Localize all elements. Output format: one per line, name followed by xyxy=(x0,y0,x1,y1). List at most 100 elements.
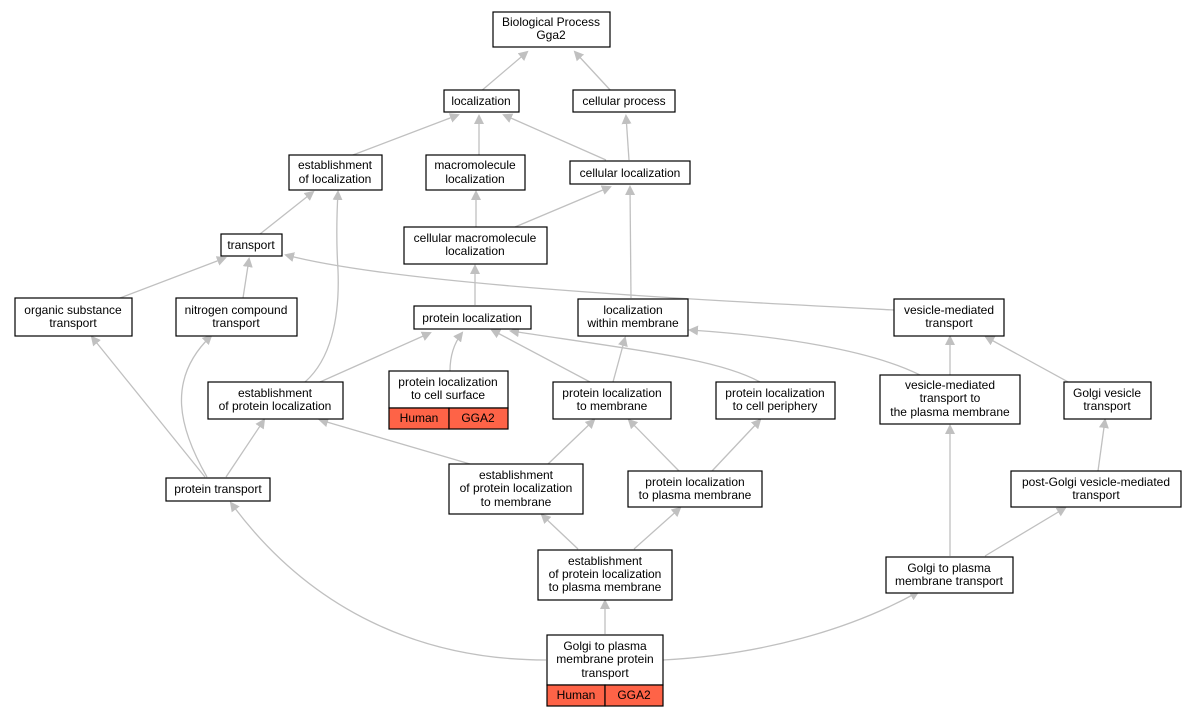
annotation-gene: GGA2 xyxy=(461,411,495,425)
node-label: transport to xyxy=(920,391,981,405)
node-label: vesicle-mediated xyxy=(905,378,995,392)
node-label: protein transport xyxy=(174,482,262,496)
node-label: Golgi vesicle xyxy=(1073,386,1141,400)
annotation-species: Human xyxy=(557,688,596,702)
node-cellular-process[interactable]: cellular process xyxy=(572,89,676,113)
edge-pltm-pl xyxy=(490,329,591,383)
node-label: membrane protein xyxy=(556,652,653,666)
node-label: to plasma membrane xyxy=(549,580,662,594)
edge-pltpm-pltm xyxy=(627,418,680,472)
node-post-golgi-vesicle-mediated-transport[interactable]: post-Golgi vesicle-mediated transport xyxy=(1010,470,1182,508)
node-label: of localization xyxy=(299,172,372,186)
edge-ost-tr xyxy=(119,256,227,299)
node-protein-localization[interactable]: protein localization xyxy=(413,305,532,330)
edge-vmt-tr xyxy=(284,252,895,311)
edge-gvt-vmt xyxy=(984,336,1071,384)
edge-vmtpm-lwm xyxy=(688,325,921,376)
node-label: organic substance xyxy=(24,303,122,317)
node-label: membrane transport xyxy=(895,574,1004,588)
node-label: transport xyxy=(212,316,260,330)
node-protein-transport[interactable]: protein transport xyxy=(165,477,271,502)
node-label: cellular process xyxy=(582,94,665,108)
edge-cml-cl xyxy=(514,185,612,228)
node-protein-localization-to-cell-periphery[interactable]: protein localization to cell periphery xyxy=(715,381,836,420)
node-cellular-localization[interactable]: cellular localization xyxy=(569,160,691,185)
node-vesicle-mediated-transport[interactable]: vesicle-mediated transport xyxy=(893,298,1005,337)
node-label: transport xyxy=(49,316,97,330)
node-label: transport xyxy=(581,666,629,680)
node-transport[interactable]: transport xyxy=(220,233,283,257)
node-label: to plasma membrane xyxy=(639,488,752,502)
node-establishment-of-localization[interactable]: establishment of localization xyxy=(288,154,383,191)
edge-epltm-epl xyxy=(318,417,471,465)
node-label: within membrane xyxy=(586,316,679,330)
node-label: Biological Process xyxy=(502,15,600,29)
edge-cp-bp xyxy=(573,50,613,93)
node-label: transport xyxy=(1072,488,1120,502)
annotation-gene: GGA2 xyxy=(617,688,651,702)
node-establishment-of-protein-localization-to-membrane[interactable]: establishment of protein localization to… xyxy=(448,463,584,515)
node-label: nitrogen compound xyxy=(185,303,288,317)
edge-tr-eol xyxy=(259,190,315,235)
node-label: the plasma membrane xyxy=(890,405,1010,419)
node-label: of protein localization xyxy=(549,567,662,581)
node-label: macromolecule xyxy=(434,158,516,172)
annotation-gene-cell xyxy=(604,684,664,707)
node-localization[interactable]: localization xyxy=(443,89,520,113)
edge-epltpm-epltm xyxy=(540,513,579,550)
node-label: Golgi to plasma xyxy=(907,561,991,575)
node-label: post-Golgi vesicle-mediated xyxy=(1022,475,1170,489)
edge-gtpmpt-pt xyxy=(229,501,547,661)
node-label: protein localization xyxy=(725,386,824,400)
edge-epltpm-pltpm xyxy=(633,506,682,550)
node-localization-within-membrane[interactable]: localization within membrane xyxy=(577,298,689,337)
node-label: transport xyxy=(227,238,275,252)
node-cellular-macromolecule-localization[interactable]: cellular macromolecule localization xyxy=(403,226,548,265)
node-establishment-of-protein-localization[interactable]: establishment of protein localization xyxy=(207,381,344,420)
node-label: cellular macromolecule xyxy=(414,231,537,245)
node-label: transport xyxy=(1083,399,1131,413)
edge-eol-loc xyxy=(344,113,460,159)
node-label: establishment xyxy=(479,468,554,482)
node-label: localization xyxy=(603,303,662,317)
edge-pt-nct xyxy=(180,334,213,478)
node-label: protein localization xyxy=(398,375,497,389)
node-protein-localization-to-membrane[interactable]: protein localization to membrane xyxy=(552,381,672,420)
node-label: cellular localization xyxy=(580,166,681,180)
node-label: Golgi to plasma xyxy=(563,639,647,653)
edge-pltpm-plcp xyxy=(711,418,762,472)
node-label: Gga2 xyxy=(536,28,566,42)
edge-gtpmt-pgvmt xyxy=(984,506,1067,557)
node-label: localization xyxy=(451,94,510,108)
node-protein-localization-to-plasma-membrane[interactable]: protein localization to plasma membrane xyxy=(627,470,763,508)
node-vesicle-mediated-transport-to-plasma-membrane[interactable]: vesicle-mediated transport to the plasma… xyxy=(879,374,1021,425)
node-label: to membrane xyxy=(577,399,648,413)
edge-epl-eol xyxy=(304,190,343,383)
node-label: localization xyxy=(445,172,504,186)
annotation-species: Human xyxy=(400,411,439,425)
node-label: localization xyxy=(445,244,504,258)
node-organic-substance-transport[interactable]: organic substance transport xyxy=(14,297,133,337)
node-label: to cell periphery xyxy=(733,399,818,413)
edges xyxy=(90,50,1109,661)
edge-plcp-pl xyxy=(509,327,761,383)
node-golgi-to-plasma-membrane-protein-transport[interactable]: Golgi to plasma membrane protein transpo… xyxy=(546,634,664,707)
node-label: of protein localization xyxy=(219,399,332,413)
edge-nct-tr xyxy=(242,257,253,299)
node-label: protein localization xyxy=(422,311,521,325)
node-protein-localization-to-cell-surface[interactable]: protein localization to cell surface Hum… xyxy=(388,370,509,430)
node-golgi-vesicle-transport[interactable]: Golgi vesicle transport xyxy=(1063,381,1152,420)
edge-epltm-pltm xyxy=(547,418,596,465)
node-label: protein localization xyxy=(645,475,744,489)
edge-loc-bp xyxy=(479,50,529,93)
node-nitrogen-compound-transport[interactable]: nitrogen compound transport xyxy=(175,297,298,337)
node-establishment-of-protein-localization-to-plasma-membrane[interactable]: establishment of protein localization to… xyxy=(537,549,673,601)
node-golgi-to-plasma-membrane-transport[interactable]: Golgi to plasma membrane transport xyxy=(885,556,1014,594)
node-macromolecule-localization[interactable]: macromolecule localization xyxy=(425,154,526,191)
edge-plcs-pl xyxy=(449,331,464,372)
node-biological-process[interactable]: Biological Process Gga2 xyxy=(492,11,611,48)
node-label: vesicle-mediated xyxy=(904,303,994,317)
edge-pltm-lwm xyxy=(612,336,628,383)
edge-gtpmpt-gtpmt xyxy=(662,591,920,661)
nodes: Biological Process Gga2 localization cel… xyxy=(14,11,1182,707)
